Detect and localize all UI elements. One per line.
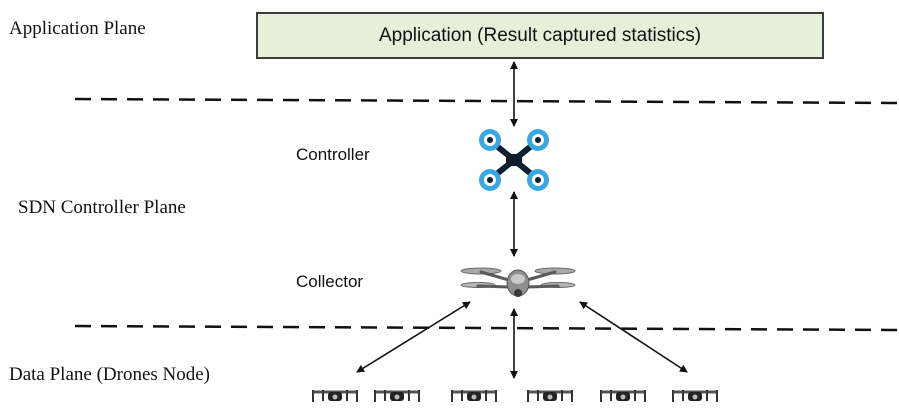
camera-drone-icon: [460, 267, 576, 297]
application-plane-label: Application Plane: [9, 18, 146, 39]
drone-node-icon: [374, 390, 420, 402]
collector-label: Collector: [296, 272, 364, 291]
data-plane-label: Data Plane (Drones Node): [9, 364, 211, 385]
drone-node-icon: [600, 390, 646, 402]
collector-node-right-arrow: [579, 301, 688, 373]
upper-plane-divider: [74, 97, 899, 105]
drone-node-icon: [527, 390, 573, 402]
sdn-controller-plane-label: SDN Controller Plane: [18, 197, 186, 218]
drone-node-icon: [672, 390, 718, 402]
drone-node-icon: [451, 390, 497, 402]
controller-label: Controller: [296, 145, 370, 164]
drone-node-row: [312, 390, 718, 402]
application-box: Application (Result captured statistics): [256, 12, 824, 59]
quadcopter-icon: [479, 129, 549, 191]
drone-node-icon: [312, 390, 358, 402]
application-box-label: Application (Result captured statistics): [378, 24, 702, 46]
collector-node-left-arrow: [356, 301, 471, 373]
lower-plane-divider: [74, 324, 899, 332]
